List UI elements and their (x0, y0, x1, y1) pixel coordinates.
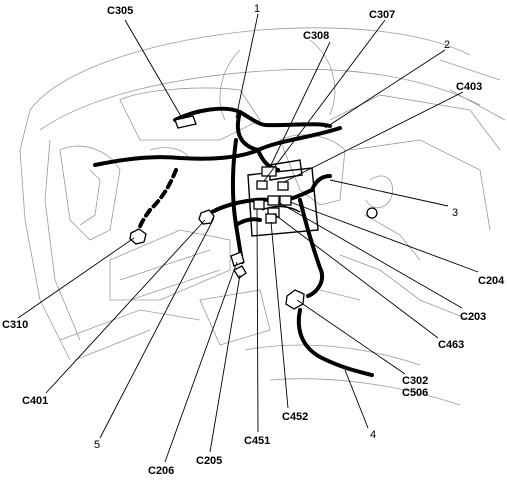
label-c308: C308 (303, 30, 329, 42)
callout-2: 2 (444, 39, 450, 51)
connector-c310-shape (129, 228, 147, 245)
connector-c305-shape (174, 115, 197, 129)
label-c401: C401 (22, 395, 48, 407)
label-c203: C203 (460, 311, 486, 323)
dashboard-outline (19, 27, 506, 406)
connector-c451-shape (253, 199, 265, 210)
label-c204: C204 (478, 275, 505, 287)
label-c403: C403 (456, 81, 482, 93)
connector-shapes (129, 115, 378, 310)
connector-c302-shape (285, 289, 305, 310)
connector-c204-shape (279, 195, 292, 206)
connector-c308-shape (261, 166, 277, 177)
callout-1: 1 (254, 3, 260, 15)
callout-4: 4 (370, 429, 376, 441)
label-c463: C463 (438, 339, 464, 351)
callout-numbers: 1 2 3 4 5 (94, 3, 458, 451)
connector-c403-shape (277, 181, 289, 191)
leader-lines (17, 13, 479, 463)
connector-c452-shape (265, 213, 277, 224)
label-c307: C307 (369, 9, 395, 21)
label-c205: C205 (196, 455, 222, 467)
connector-c206-shape (230, 251, 245, 267)
callout-3: 3 (452, 207, 458, 219)
steering-column-stalk (366, 207, 378, 219)
label-c310: C310 (2, 319, 28, 331)
label-c305: C305 (107, 5, 133, 17)
connector-labels: C305 C308 C307 C403 C310 C204 C203 C463 … (2, 5, 505, 477)
connector-c205-shape (233, 265, 247, 279)
label-c451: C451 (244, 435, 270, 447)
callout-5: 5 (94, 439, 100, 451)
label-c452: C452 (282, 411, 308, 423)
label-c302: C302 (402, 375, 428, 387)
label-c206: C206 (148, 465, 174, 477)
connector-c203-shape (267, 195, 280, 206)
label-c506: C506 (402, 387, 428, 399)
connector-c307-shape (256, 180, 268, 190)
